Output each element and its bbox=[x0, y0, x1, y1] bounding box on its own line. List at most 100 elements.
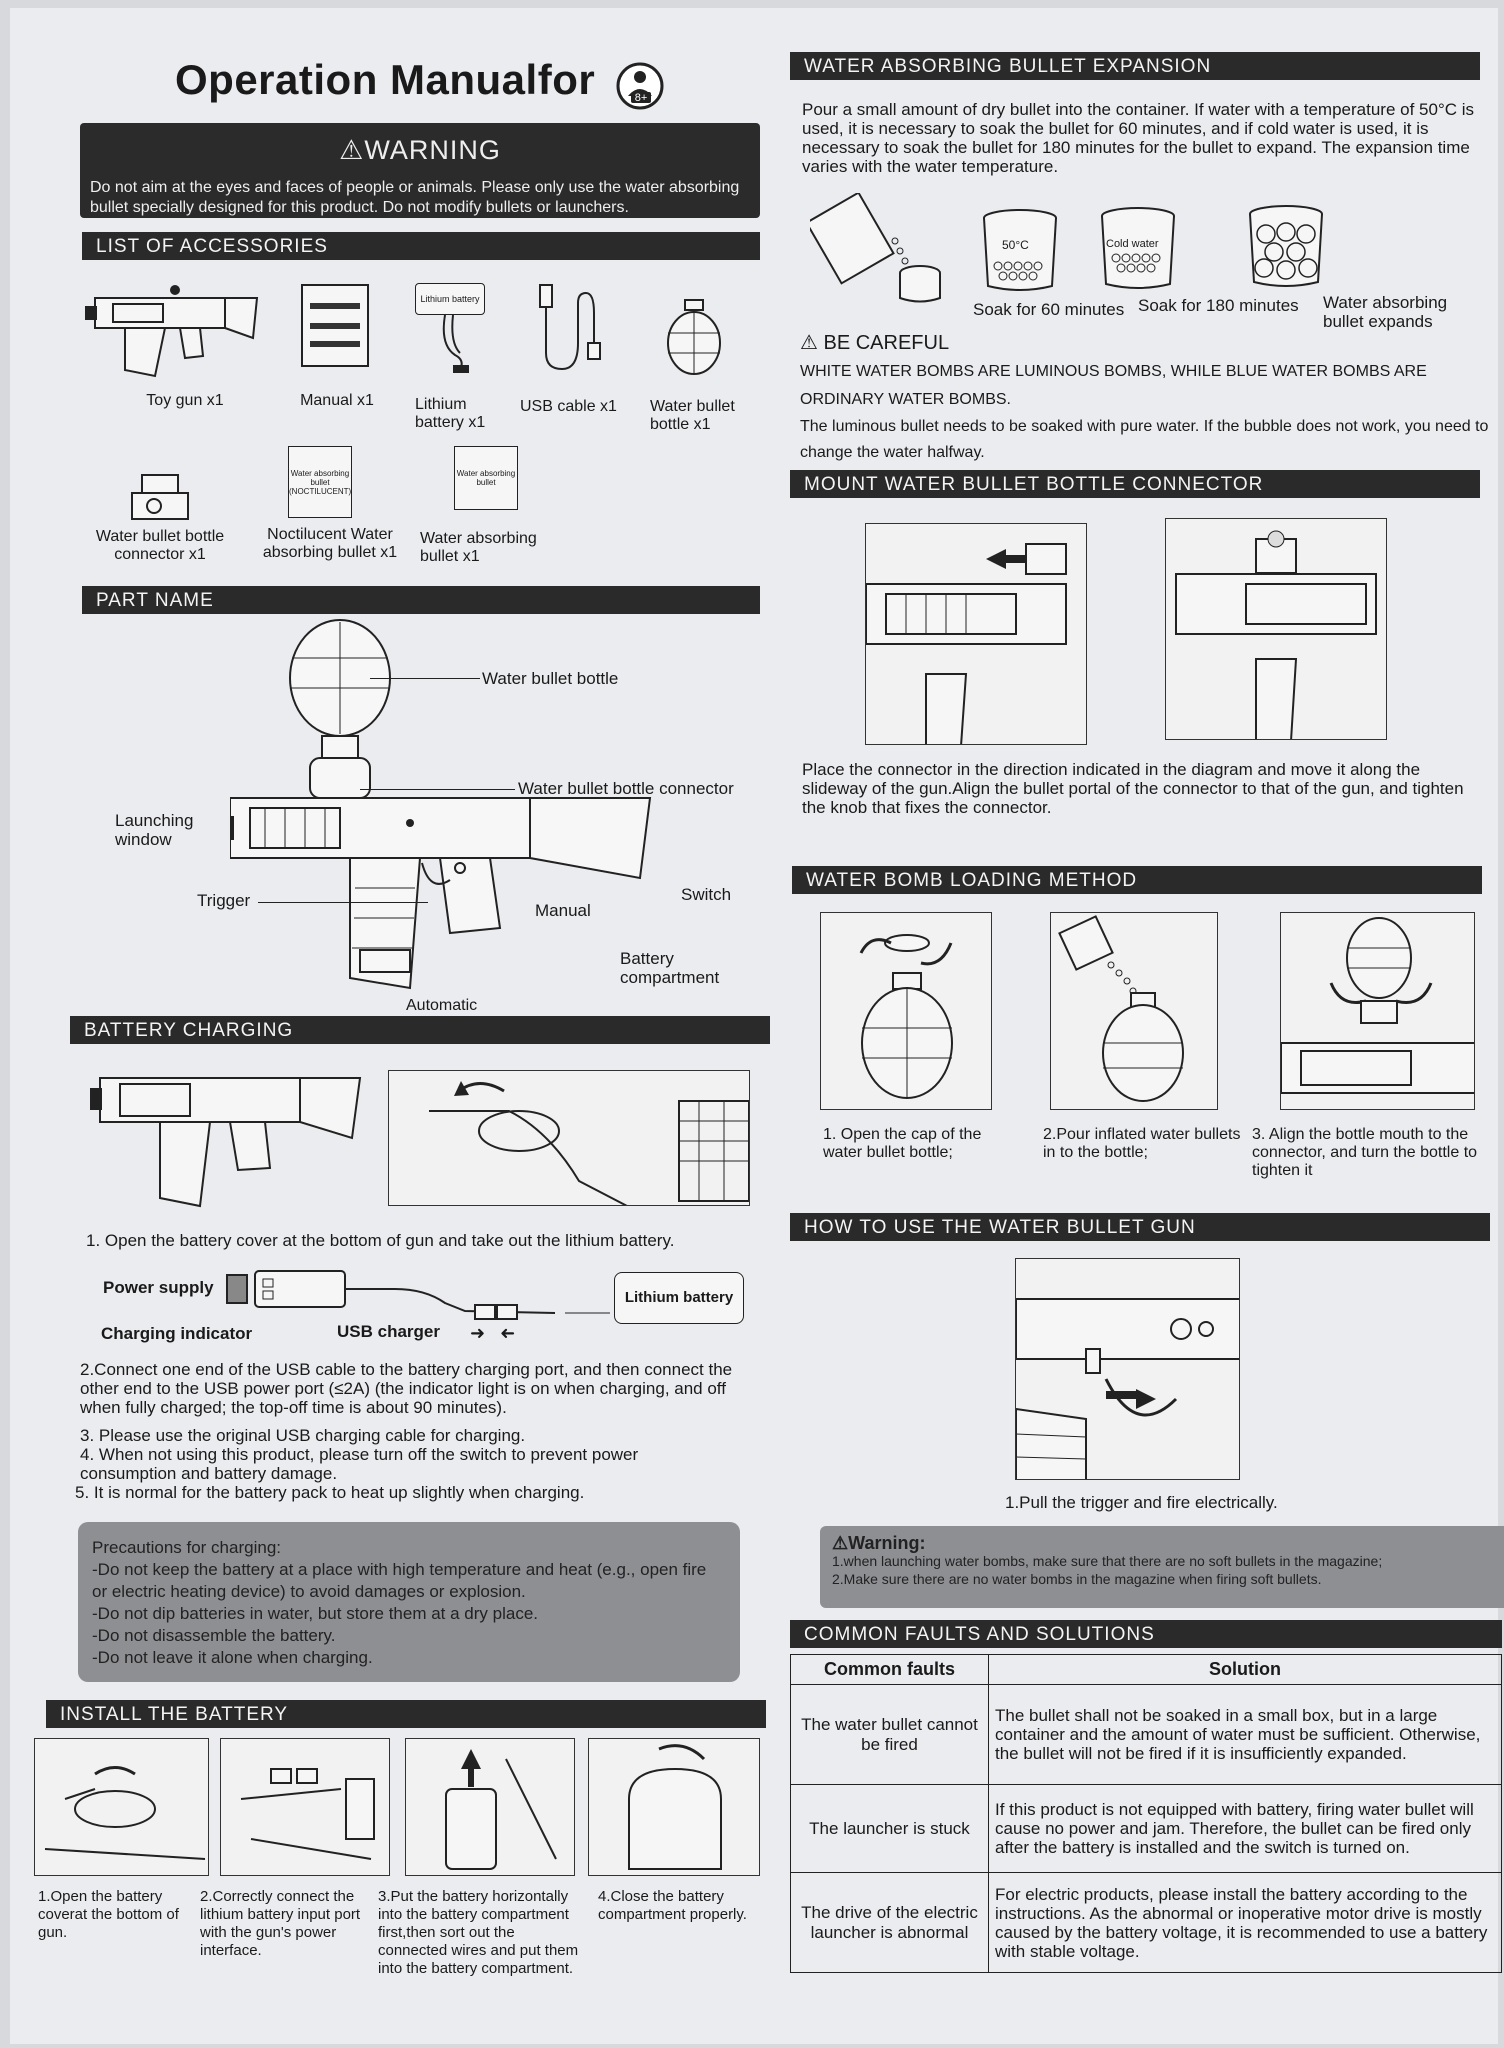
connector-icon bbox=[130, 473, 190, 523]
part-label-automatic: Automatic bbox=[406, 997, 478, 1014]
fault-cell: The launcher is stuck bbox=[790, 1784, 989, 1873]
charging-step-2: 2.Connect one end of the USB cable to th… bbox=[80, 1360, 733, 1417]
careful-line-1: WHITE WATER BOMBS ARE LUMINOUS BOMBS, WH… bbox=[800, 363, 1427, 408]
install-step-4: 4.Close the battery compartment properly… bbox=[598, 1888, 747, 1923]
loading-heading: WATER BOMB LOADING METHOD bbox=[792, 866, 1482, 894]
part-label-manual: Manual bbox=[535, 901, 591, 920]
water-bottle-icon bbox=[665, 298, 723, 376]
age-badge-icon: 8+ bbox=[616, 62, 664, 110]
table-row: The water bullet cannot be fired The bul… bbox=[790, 1684, 1502, 1785]
caption-180-min: Soak for 180 minutes bbox=[1138, 296, 1299, 315]
charging-indicator-label: Charging indicator bbox=[101, 1324, 253, 1343]
age-badge-text: 8+ bbox=[634, 92, 648, 104]
howto-warning-1: 1.when launching water bombs, make sure … bbox=[832, 1553, 1383, 1569]
warning-text: Do not aim at the eyes and faces of peop… bbox=[90, 179, 740, 216]
usb-cable-icon bbox=[530, 283, 610, 373]
expanded-bullets-cup-figure bbox=[1246, 204, 1326, 289]
warning-triangle-icon: ⚠ bbox=[832, 1533, 849, 1553]
power-supply-label: Power supply bbox=[103, 1278, 214, 1297]
pack-label: Water absorbing bullet bbox=[290, 469, 350, 487]
accessory-label-gun: Toy gun x1 bbox=[146, 392, 224, 409]
part-diagram bbox=[230, 618, 670, 1008]
charging-step-1: 1. Open the battery cover at the bottom … bbox=[86, 1231, 675, 1250]
faults-header-fault: Common faults bbox=[790, 1654, 989, 1685]
install-step-2-figure bbox=[220, 1738, 390, 1876]
arrow-left-icon: ➜ bbox=[500, 1323, 516, 1343]
install-step-3-figure bbox=[405, 1738, 575, 1876]
charging-step-5: 5. It is normal for the battery pack to … bbox=[75, 1483, 585, 1502]
arrow-right-icon: ➜ bbox=[470, 1323, 486, 1343]
usb-charger-label: USB charger bbox=[337, 1322, 440, 1341]
part-label-bottle: Water bullet bottle bbox=[482, 669, 619, 688]
precaution-2: -Do not dip batteries in water, but stor… bbox=[92, 1604, 539, 1623]
solution-cell: For electric products, please install th… bbox=[988, 1872, 1502, 1973]
precaution-3: -Do not disassemble the battery. bbox=[92, 1626, 336, 1645]
mount-heading: MOUNT WATER BULLET BOTTLE CONNECTOR bbox=[790, 470, 1480, 498]
part-label-connector: Water bullet bottle connector bbox=[518, 779, 734, 798]
howto-warning-box: ⚠Warning: 1.when launching water bombs, … bbox=[820, 1526, 1504, 1608]
trigger-figure bbox=[1015, 1258, 1240, 1480]
lithium-battery-icon: Lithium battery bbox=[415, 283, 485, 375]
fault-cell: The water bullet cannot be fired bbox=[790, 1684, 989, 1785]
lithium-battery-box: Lithium battery bbox=[614, 1272, 744, 1324]
install-step-1-figure bbox=[34, 1738, 209, 1876]
faults-header-solution: Solution bbox=[988, 1654, 1502, 1685]
precautions-title: Precautions for charging: bbox=[92, 1538, 281, 1557]
accessory-label-bottle: Water bullet bottle x1 bbox=[650, 398, 735, 433]
howto-warning-title: ⚠Warning: bbox=[832, 1533, 926, 1553]
expansion-heading: WATER ABSORBING BULLET EXPANSION bbox=[790, 52, 1480, 80]
hot-water-cup-figure: 50°C bbox=[980, 208, 1060, 293]
warning-title: ⚠WARNING bbox=[339, 135, 501, 165]
table-row: The drive of the electric launcher is ab… bbox=[790, 1872, 1502, 1973]
faults-table: Common faults Solution The water bullet … bbox=[790, 1654, 1502, 1973]
mount-figure-1 bbox=[865, 523, 1087, 745]
accessories-heading: LIST OF ACCESSORIES bbox=[82, 232, 760, 260]
temp-label: 50°C bbox=[1002, 238, 1029, 252]
leader-connector bbox=[360, 789, 515, 790]
faults-heading: COMMON FAULTS AND SOLUTIONS bbox=[790, 1620, 1502, 1648]
loading-step-1: 1. Open the cap of the water bullet bott… bbox=[823, 1126, 982, 1161]
part-name-heading: PART NAME bbox=[82, 586, 760, 614]
fault-cell: The drive of the electric launcher is ab… bbox=[790, 1872, 989, 1973]
usb-charger-figure bbox=[225, 1263, 615, 1333]
accessory-label-connector: Water bullet bottle connector x1 bbox=[95, 528, 225, 563]
install-step-3: 3.Put the battery horizontally into the … bbox=[378, 1888, 579, 1977]
cold-water-label: Cold water bbox=[1106, 238, 1159, 250]
warning-triangle-icon: ⚠ bbox=[339, 135, 365, 165]
accessory-label-manual: Manual x1 bbox=[300, 392, 374, 409]
howto-heading: HOW TO USE THE WATER BULLET GUN bbox=[790, 1213, 1490, 1241]
precaution-4: -Do not leave it alone when charging. bbox=[92, 1648, 373, 1667]
howto-warning-2: 2.Make sure there are no water bombs in … bbox=[832, 1571, 1322, 1587]
manual-page: Operation Manualfor 8+ ⚠WARNING Do not a… bbox=[10, 8, 1504, 2044]
battery-charging-heading: BATTERY CHARGING bbox=[70, 1016, 770, 1044]
solution-cell: The bullet shall not be soaked in a smal… bbox=[988, 1684, 1502, 1785]
loading-figure-3 bbox=[1280, 912, 1475, 1110]
caption-60-min: Soak for 60 minutes bbox=[973, 300, 1125, 319]
install-step-2: 2.Correctly connect the lithium battery … bbox=[200, 1888, 361, 1959]
leader-bottle bbox=[370, 678, 480, 679]
part-label-trigger: Trigger bbox=[197, 891, 251, 910]
solution-cell: If this product is not equipped with bat… bbox=[988, 1784, 1502, 1873]
accessory-label-bullet: Water absorbing bullet x1 bbox=[420, 530, 537, 565]
install-step-4-figure bbox=[588, 1738, 760, 1876]
charging-step-3: 3. Please use the original USB charging … bbox=[80, 1426, 526, 1445]
manual-icon bbox=[300, 283, 370, 368]
dry-bullet-pack-figure bbox=[810, 193, 950, 303]
mount-figure-2 bbox=[1165, 518, 1387, 740]
charging-gun-figure bbox=[90, 1058, 370, 1208]
mount-text: Place the connector in the direction ind… bbox=[802, 760, 1464, 817]
part-label-switch: Switch bbox=[681, 885, 732, 904]
install-step-1: 1.Open the battery coverat the bottom of… bbox=[38, 1888, 179, 1941]
caption-expands: Water absorbing bullet expands bbox=[1323, 293, 1448, 331]
warning-box: ⚠WARNING Do not aim at the eyes and face… bbox=[80, 123, 760, 218]
precautions-box: Precautions for charging: -Do not keep t… bbox=[78, 1522, 740, 1682]
install-battery-heading: INSTALL THE BATTERY bbox=[46, 1700, 766, 1728]
toy-gun-icon bbox=[85, 278, 265, 378]
leader-trigger bbox=[258, 902, 428, 903]
part-label-launching-window: Launching window bbox=[115, 811, 194, 849]
accessory-label-usb: USB cable x1 bbox=[520, 398, 617, 415]
faults-header-row: Common faults Solution bbox=[790, 1654, 1502, 1685]
bullet-pack-icon: Water absorbing bullet bbox=[454, 446, 518, 510]
careful-title: ⚠ BE CAREFUL bbox=[800, 332, 950, 354]
page-title: Operation Manualfor bbox=[175, 56, 596, 103]
